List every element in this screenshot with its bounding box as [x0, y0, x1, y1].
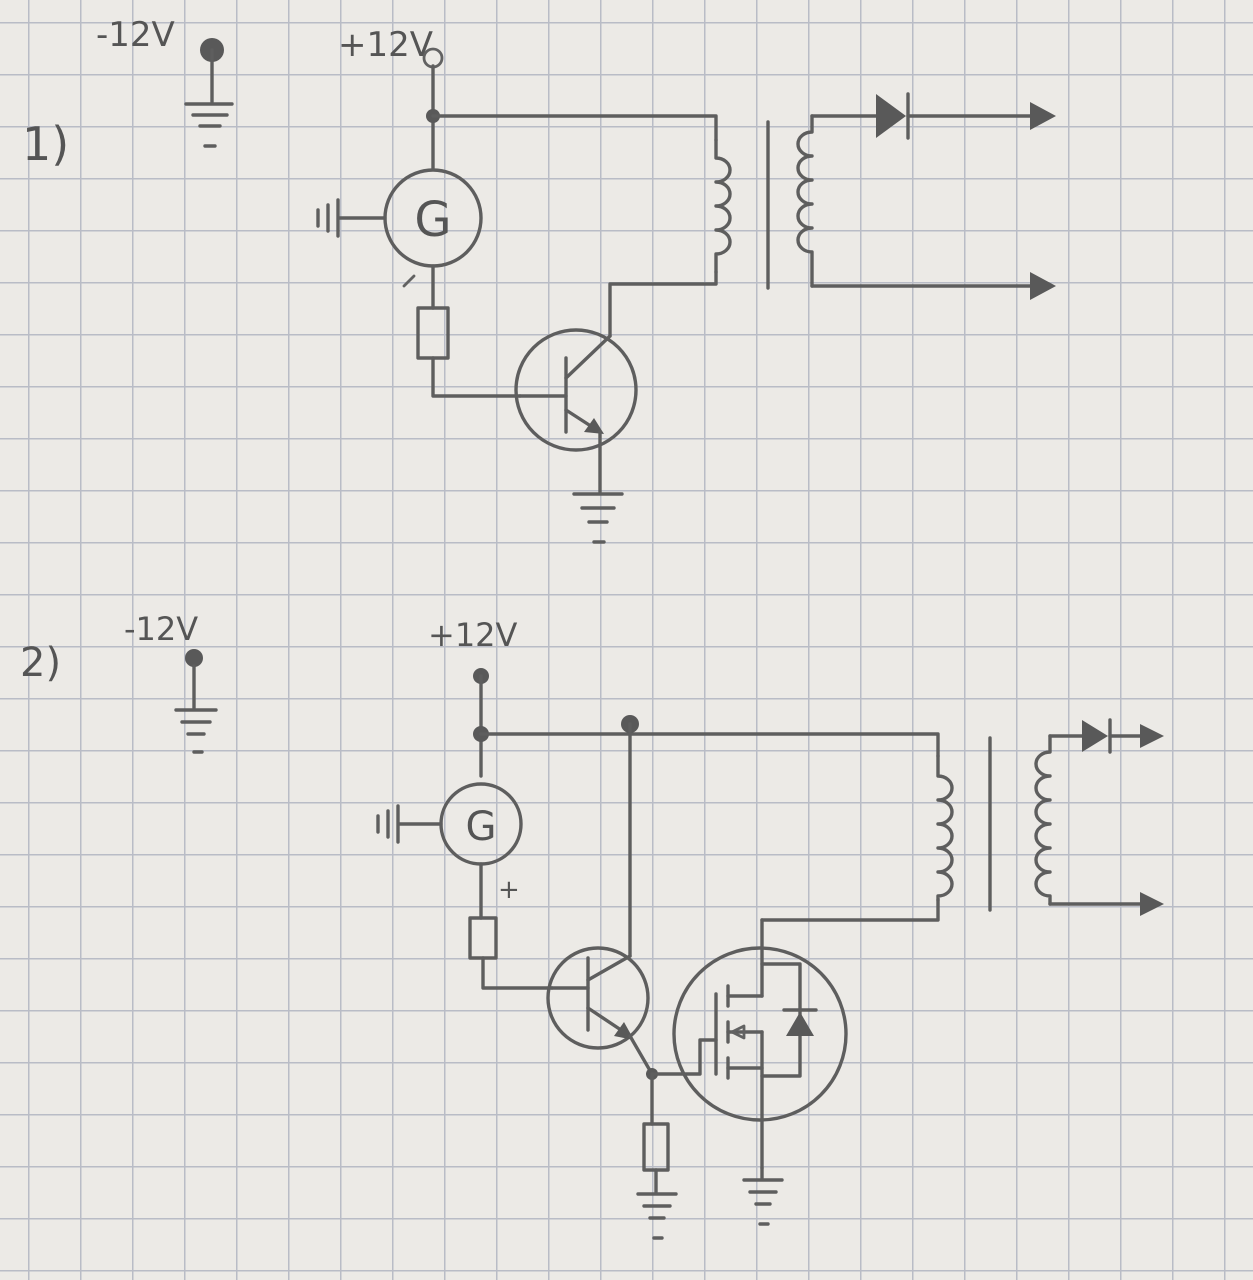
- generator-ground-symbol: [316, 198, 387, 238]
- diagram-2-emitter-resistor: [642, 1122, 670, 1172]
- transistor-circle: [514, 328, 638, 452]
- circuit-diagram-1: 1) -12V +12V G: [22, 15, 1056, 544]
- generator-label: G: [466, 804, 497, 850]
- ground-symbol: [174, 708, 218, 754]
- generator-polarity-label: +: [498, 875, 520, 905]
- ground-symbol: [184, 102, 234, 148]
- diagram-2-output-diode: [1082, 718, 1112, 754]
- diagram-1-neg-supply-label: -12V: [96, 15, 175, 55]
- mosfet-circle: [672, 946, 848, 1122]
- polarity-mark: [402, 274, 416, 288]
- diagram-1-primary-coil: [714, 138, 732, 274]
- output-terminal-top: [1140, 724, 1164, 748]
- transistor-circle: [546, 946, 650, 1050]
- wire: [608, 270, 718, 338]
- output-terminal-bottom: [1030, 272, 1056, 300]
- circuit-diagram-2: 2) -12V +12V G +: [20, 610, 1164, 1240]
- wire: [650, 1038, 718, 1076]
- diagram-1-base-resistor: [416, 306, 450, 360]
- diagram-1-secondary-coil: [796, 114, 814, 288]
- collector-lead: [564, 334, 612, 380]
- body-diode-loop: [760, 962, 802, 1078]
- wire: [760, 898, 940, 922]
- diagram-2-mosfet: [672, 918, 848, 1170]
- emitter-arrow: [584, 418, 604, 434]
- diagram-2-generator: G +: [376, 782, 523, 905]
- collector-lead: [586, 954, 632, 982]
- diagram-1-npn-transistor: [514, 328, 638, 452]
- diagram-2-negative-supply: -12V: [124, 610, 218, 754]
- diagram-2-neg-supply-label: -12V: [124, 610, 198, 648]
- wire: [481, 956, 554, 990]
- wire: [628, 1034, 654, 1076]
- channel-arrow: [730, 1024, 746, 1040]
- wire: [431, 356, 522, 398]
- generator-ground-symbol: [376, 804, 443, 844]
- diagram-1-generator: G: [316, 168, 483, 288]
- wire: [431, 114, 718, 142]
- ground-symbol: [636, 1192, 678, 1240]
- diagram-1-negative-supply: -12V: [96, 15, 234, 148]
- body-diode-triangle: [786, 1012, 814, 1036]
- diagram-2-primary-coil: [936, 754, 954, 902]
- negative-terminal-node: [185, 649, 203, 667]
- diagram-2-base-resistor: [468, 916, 498, 960]
- diode-triangle: [1082, 720, 1108, 752]
- ground-symbol: [572, 492, 624, 544]
- output-terminal-bottom: [1140, 892, 1164, 916]
- generator-label: G: [414, 192, 451, 248]
- diagram-1-output-diode: [876, 92, 910, 140]
- wire: [479, 732, 940, 758]
- diagram-2-npn-transistor: [546, 946, 650, 1050]
- ground-symbol: [742, 1178, 784, 1226]
- diagram-2-label: 2): [20, 640, 61, 686]
- diagram-1-label: 1): [22, 117, 69, 171]
- diagram-1-pos-supply-label: +12V: [338, 25, 433, 65]
- output-terminal-top: [1030, 102, 1056, 130]
- diagram-2-secondary-coil: [1034, 734, 1052, 906]
- diagram-2-pos-supply-label: +12V: [428, 616, 518, 654]
- diode-triangle: [876, 94, 906, 138]
